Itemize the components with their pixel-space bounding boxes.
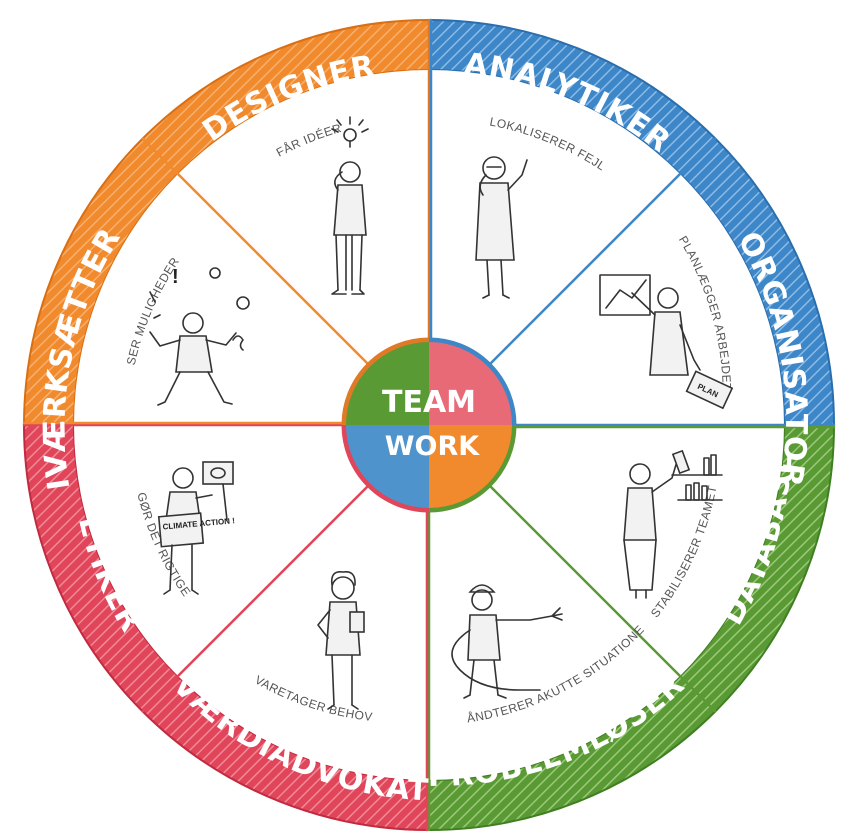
illustrations: PLAN xyxy=(149,116,734,710)
center-title-line1: TEAM xyxy=(382,385,476,420)
divider-ne xyxy=(487,137,717,367)
exclamation-icon: ! xyxy=(172,266,179,288)
problemloser-figure-illustration xyxy=(451,584,563,699)
divider-lines xyxy=(22,18,836,832)
outer-ring xyxy=(22,18,836,832)
vaerdiadvokat-figure-illustration xyxy=(317,570,365,710)
center-circle: TEAM WORK xyxy=(341,337,517,513)
designer-figure-illustration xyxy=(331,116,369,295)
divider-sw xyxy=(141,483,371,713)
plan-paper: PLAN xyxy=(685,370,734,410)
divider-se xyxy=(487,483,717,713)
organisator-figure-illustration: PLAN xyxy=(599,274,734,410)
analytiker-figure-illustration xyxy=(475,156,528,299)
climate-action-sign: CLIMATE ACTION ! xyxy=(157,512,235,548)
ivaerksaetter-figure-illustration: ! xyxy=(149,266,250,406)
center-title-line2: WORK xyxy=(385,431,481,462)
database-figure-illustration xyxy=(623,449,723,599)
divider-nw xyxy=(141,137,371,367)
center-ring-outline xyxy=(341,424,430,513)
etiker-figure-illustration: CLIMATE ACTION ! xyxy=(157,461,235,595)
